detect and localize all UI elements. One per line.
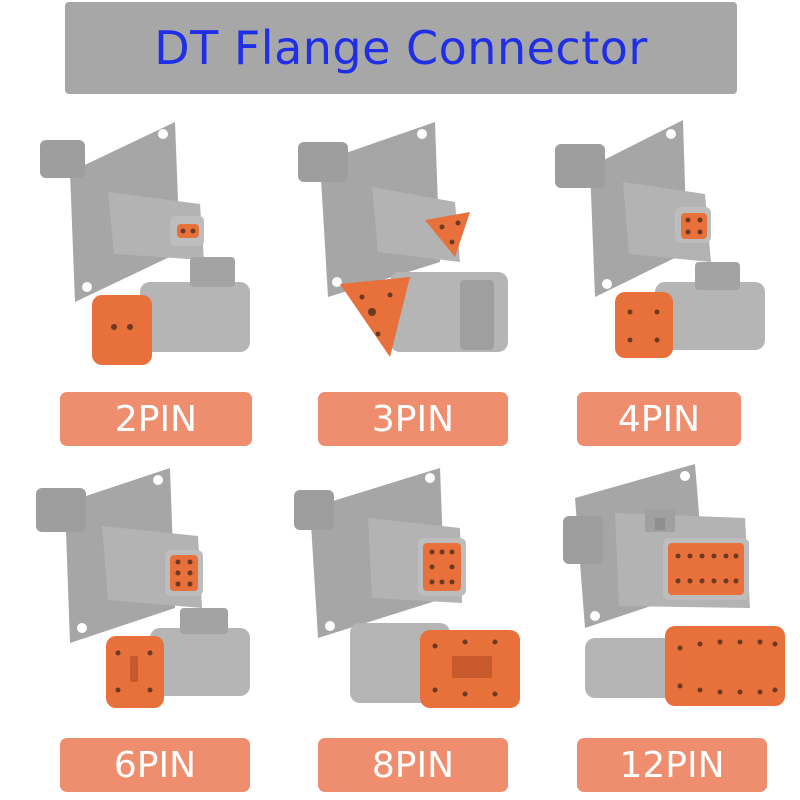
pin-label-6pin: 6PIN [60,738,250,792]
pin-label-3pin: 3PIN [318,392,508,446]
connector-6pin-image [36,468,250,708]
connector-3pin-image [298,122,508,357]
pin-label-4pin: 4PIN [577,392,741,446]
page-title: DT Flange Connector [154,21,648,75]
product-12pin[interactable]: 12PIN [545,458,800,792]
pin-label-8pin: 8PIN [318,738,508,792]
product-6pin[interactable]: 6PIN [30,458,286,792]
connector-4pin-image [555,120,765,358]
product-8pin[interactable]: 8PIN [290,458,546,792]
product-4pin[interactable]: 4PIN [545,112,800,446]
product-2pin[interactable]: 2PIN [30,112,286,446]
connector-2pin-image [40,122,250,365]
title-banner: DT Flange Connector [65,2,737,94]
connector-8pin-image [294,468,520,708]
pin-label-2pin: 2PIN [60,392,252,446]
product-3pin[interactable]: 3PIN [290,112,546,446]
pin-label-12pin: 12PIN [577,738,767,792]
connector-12pin-image [563,464,785,706]
